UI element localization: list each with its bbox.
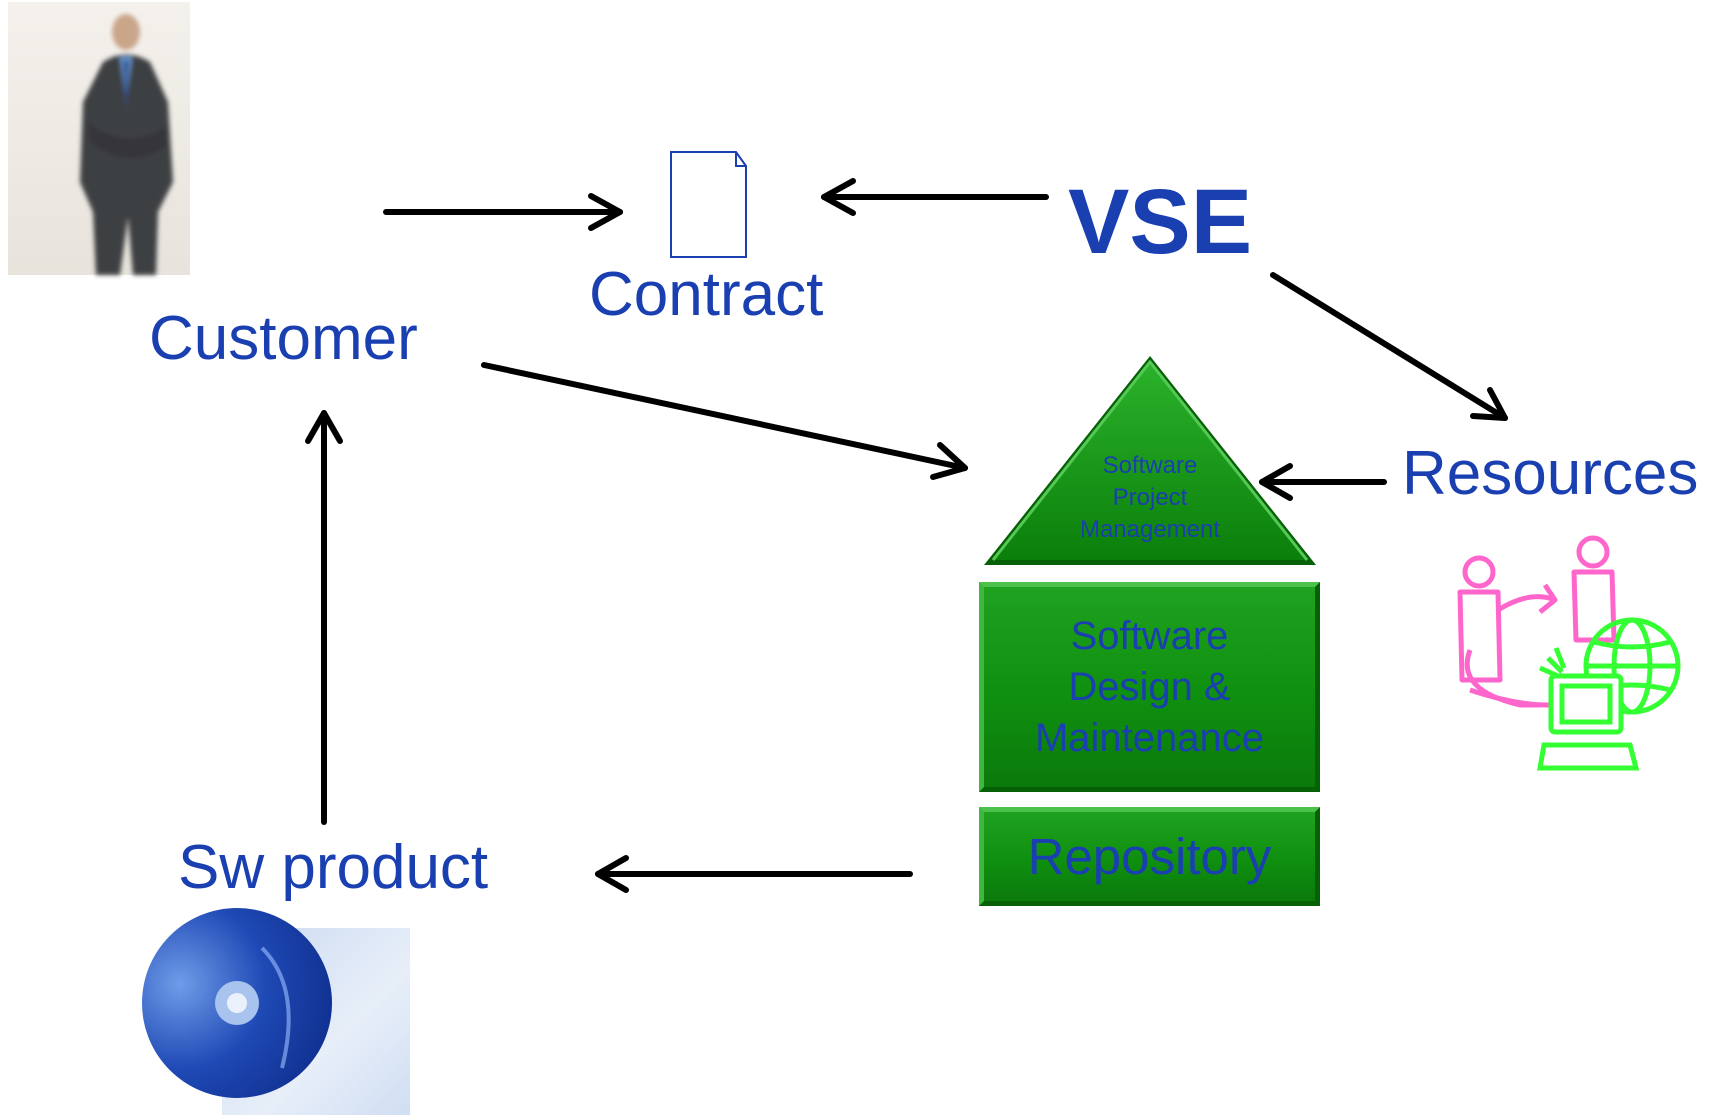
project-management-triangle bbox=[984, 356, 1316, 565]
arrowhead-customer-contract bbox=[588, 193, 623, 231]
repository-block: Repository bbox=[979, 807, 1320, 906]
document-icon bbox=[670, 151, 747, 258]
sw-product-label: Sw product bbox=[178, 833, 489, 902]
contract-label: Contract bbox=[589, 260, 824, 329]
vse-label: VSE bbox=[1068, 171, 1253, 273]
cd-photo bbox=[142, 908, 410, 1115]
design-maintenance-line-3: Maintenance bbox=[1034, 715, 1265, 760]
cd-disc-icon bbox=[142, 908, 410, 1115]
project-management-label: Software Project Management bbox=[1060, 450, 1240, 546]
design-maintenance-block: Software Design & Maintenance bbox=[979, 582, 1320, 792]
project-management-line-3: Management bbox=[1079, 516, 1221, 543]
arrowhead-vse-contract bbox=[821, 178, 856, 216]
design-maintenance-line-1: Software bbox=[1070, 613, 1229, 658]
people-computer-globe-icon bbox=[1457, 535, 1681, 771]
arrowhead-customer-projectmgmt bbox=[930, 442, 968, 480]
arrowhead-swproduct-customer bbox=[305, 410, 343, 444]
arrowhead-repository-swproduct bbox=[595, 855, 629, 893]
project-management-line-1: Software bbox=[1102, 452, 1198, 479]
project-management-line-2: Project bbox=[1112, 484, 1188, 511]
businessman-icon bbox=[8, 2, 190, 275]
arrowhead-vse-resources bbox=[1470, 387, 1508, 421]
customer-photo bbox=[8, 2, 190, 275]
arrow-vse-resources bbox=[1270, 272, 1508, 421]
arrowhead-resources-projectmgmt bbox=[1259, 463, 1293, 501]
arrow-customer-projectmgmt bbox=[481, 362, 968, 471]
repository-label: Repository bbox=[1027, 828, 1272, 885]
customer-label: Customer bbox=[149, 304, 418, 373]
design-maintenance-line-2: Design & bbox=[1068, 664, 1231, 709]
resources-label: Resources bbox=[1402, 439, 1699, 508]
